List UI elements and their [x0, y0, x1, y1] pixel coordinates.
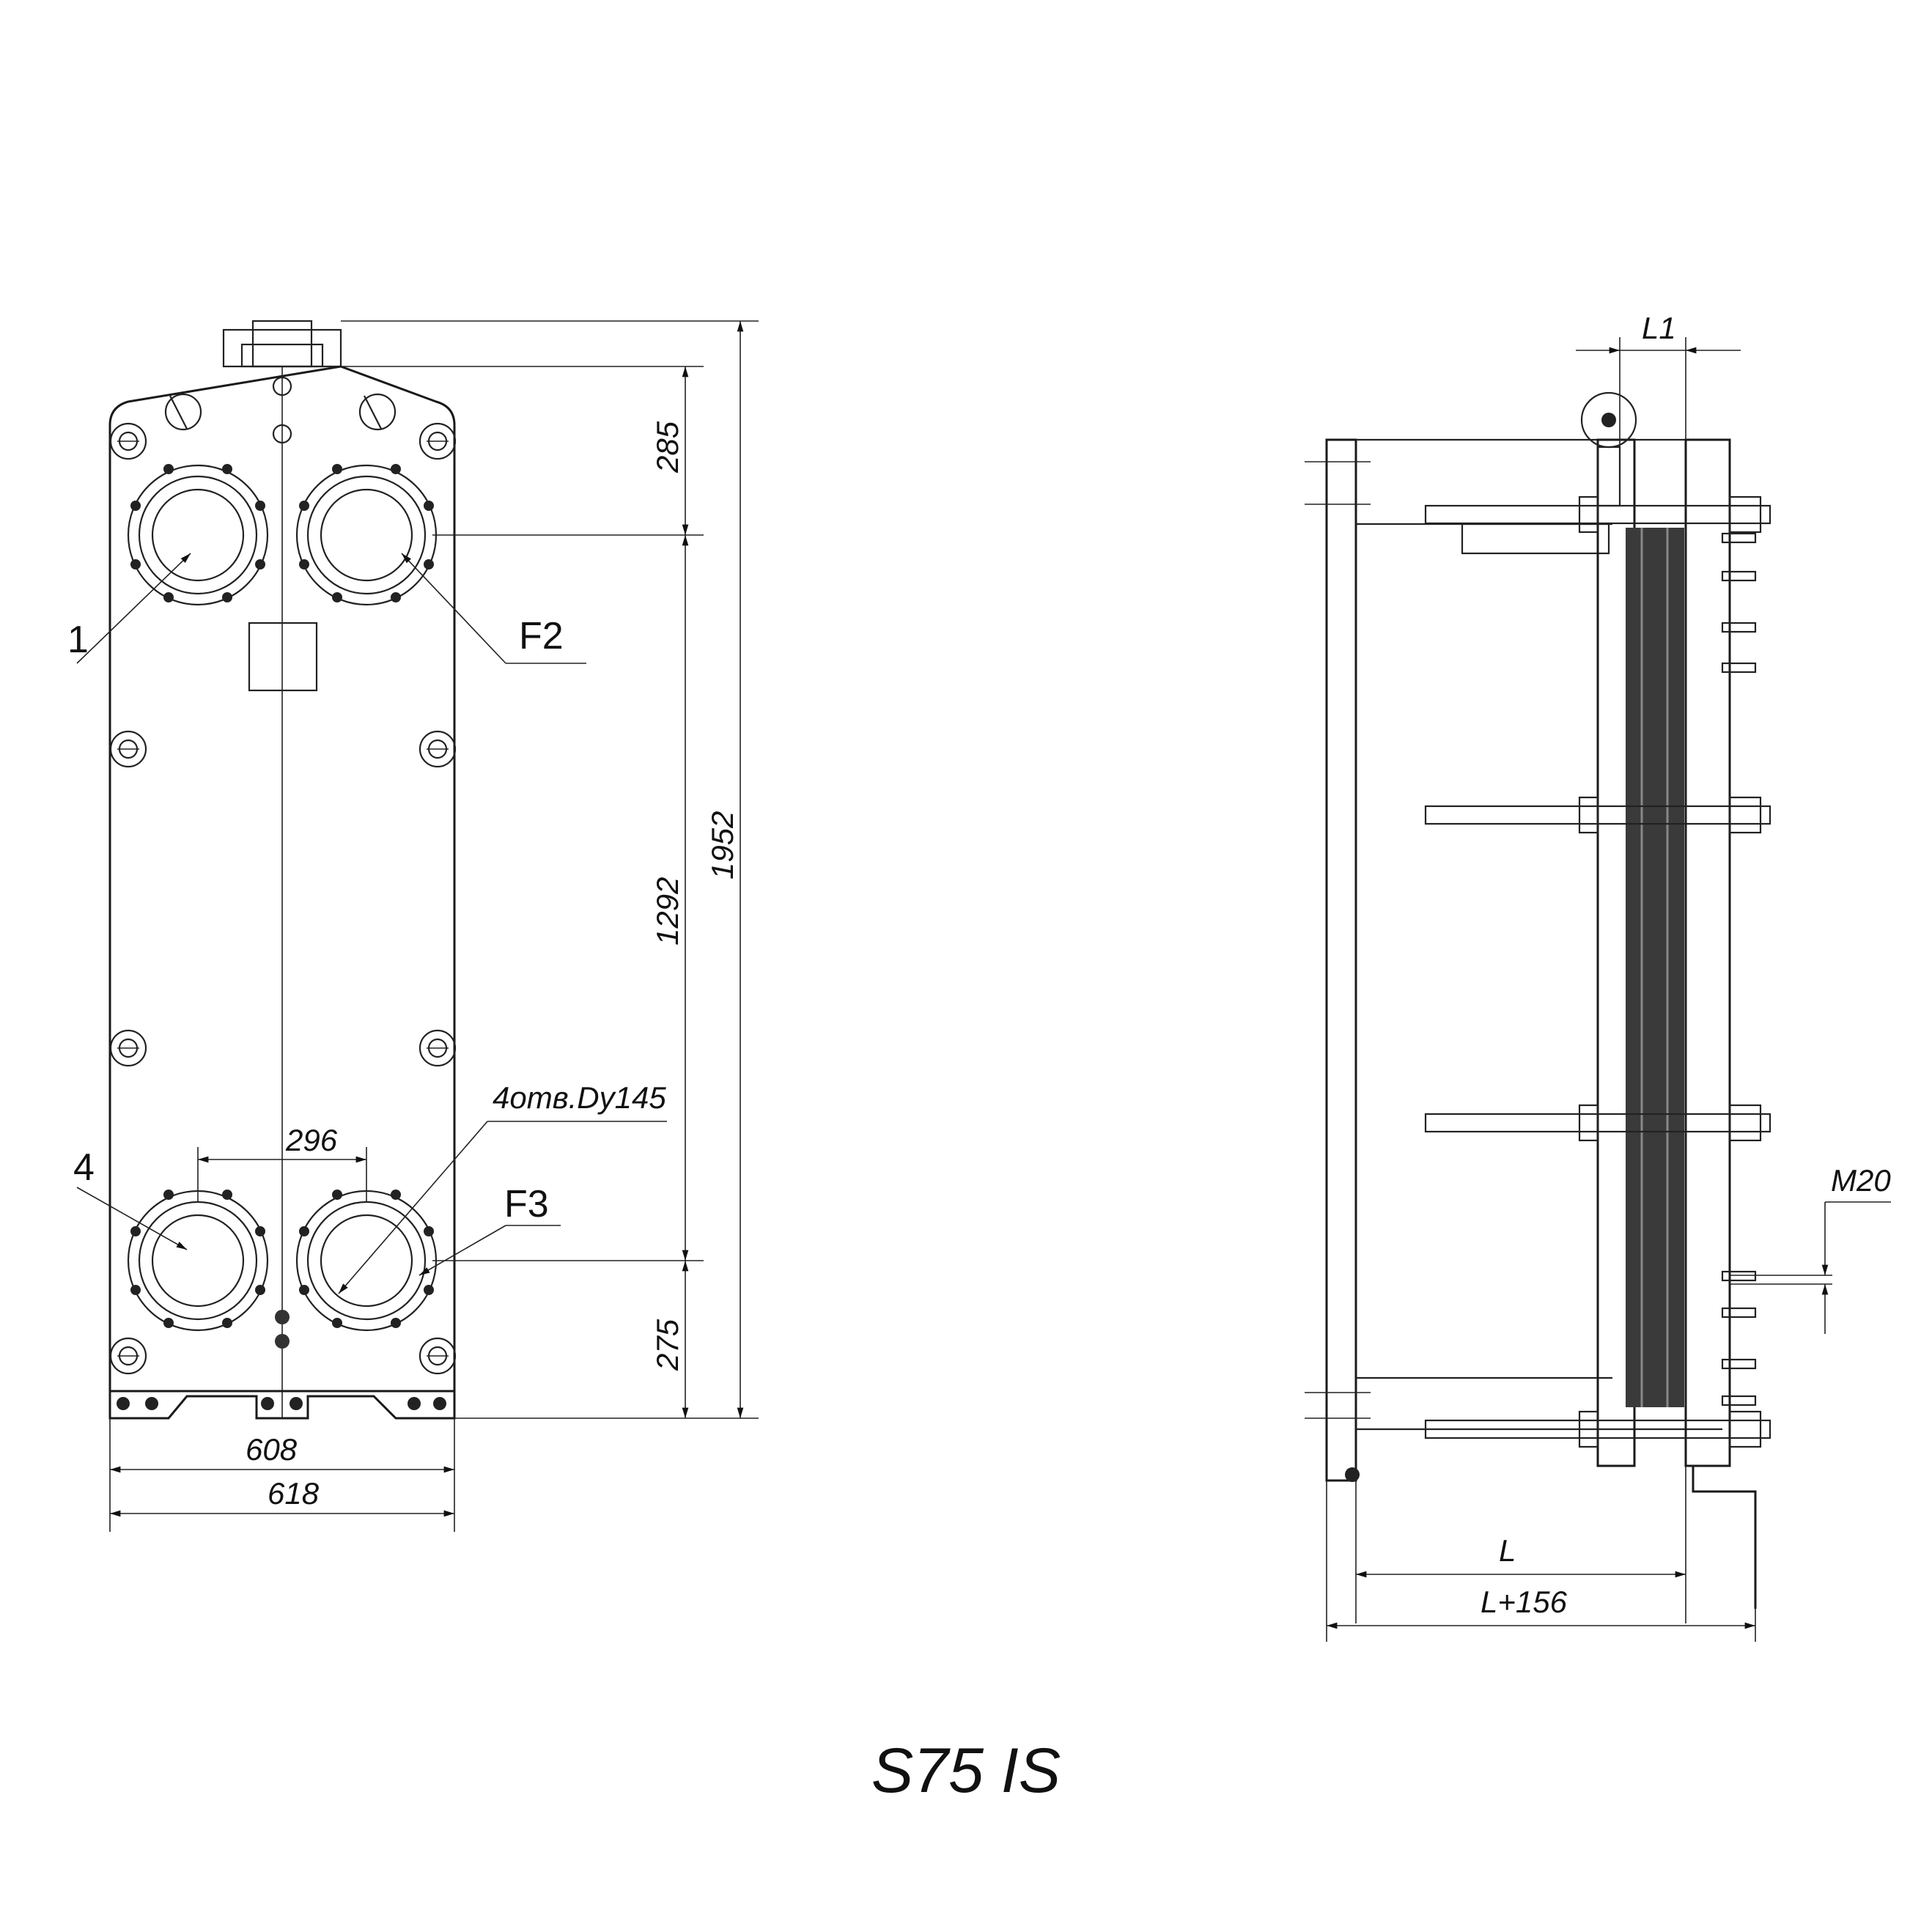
eye-bolt-right [358, 393, 397, 431]
tie-bolt [1424, 1410, 1771, 1448]
lifting-lug [222, 320, 342, 368]
tie-bolt-nut [419, 1029, 457, 1067]
nameplate [248, 622, 318, 692]
tie-bolts-side [1424, 495, 1771, 1448]
port-f3 [295, 1190, 438, 1332]
dim-m20: M20 [1831, 1163, 1891, 1198]
bottom-hole-upper [275, 1310, 290, 1324]
front-dimensions: 285 1292 275 1952 296 608 618 [109, 320, 759, 1532]
dim-618: 618 [268, 1476, 320, 1511]
port-f1 [127, 464, 269, 606]
dim-608: 608 [246, 1432, 298, 1467]
dim-275: 275 [650, 1319, 685, 1371]
top-hole-lower [272, 424, 292, 444]
support-foot [1692, 1466, 1757, 1609]
tie-bolt-nuts [109, 422, 457, 1375]
tie-bolt [1424, 495, 1771, 534]
tie-bolt-nut [109, 422, 147, 460]
tie-bolt-nut [109, 1337, 147, 1375]
dim-l1: L1 [1642, 311, 1676, 345]
dim-1952: 1952 [705, 811, 740, 880]
tie-bolt-nut [419, 422, 457, 460]
label-port-4: 4 [73, 1146, 95, 1189]
dim-296: 296 [285, 1123, 338, 1157]
end-frame-plate [1684, 438, 1731, 1467]
top-hole-upper [272, 376, 292, 397]
plate-pack [1626, 528, 1684, 1407]
tie-bolt-nut [109, 1029, 147, 1067]
dim-285: 285 [650, 421, 685, 473]
tie-bolt [1424, 796, 1771, 834]
label-port-f3: F3 [504, 1183, 549, 1225]
port-f4 [127, 1190, 269, 1332]
tie-bolt-nut [419, 1337, 457, 1375]
base-feet [108, 1390, 456, 1420]
dim-1292: 1292 [650, 877, 685, 945]
port-stubs [1721, 532, 1757, 1406]
bottom-hole-lower [275, 1334, 290, 1349]
nozzle-note: 4отв.Dу145 [493, 1080, 666, 1115]
front-view: 1 F2 4 F3 4отв.Dу145 [67, 320, 667, 1420]
tie-bolt [1424, 1104, 1771, 1142]
drawing-title: S75 IS [871, 1736, 1061, 1806]
side-lifting-lug [1580, 391, 1637, 507]
label-port-1: 1 [67, 619, 89, 661]
label-port-f2: F2 [519, 615, 564, 657]
tie-bolt-nut [109, 730, 147, 768]
dim-l-plus-156: L+156 [1481, 1585, 1568, 1619]
eye-bolt-left [164, 393, 202, 431]
dim-l: L [1499, 1533, 1516, 1568]
fixed-frame-plate [1325, 438, 1357, 1482]
tie-bolt-nut [419, 730, 457, 768]
port-f2 [295, 464, 438, 606]
side-view: M20 [1305, 391, 1891, 1609]
side-dimensions: L1 L L+156 [1326, 311, 1756, 1642]
